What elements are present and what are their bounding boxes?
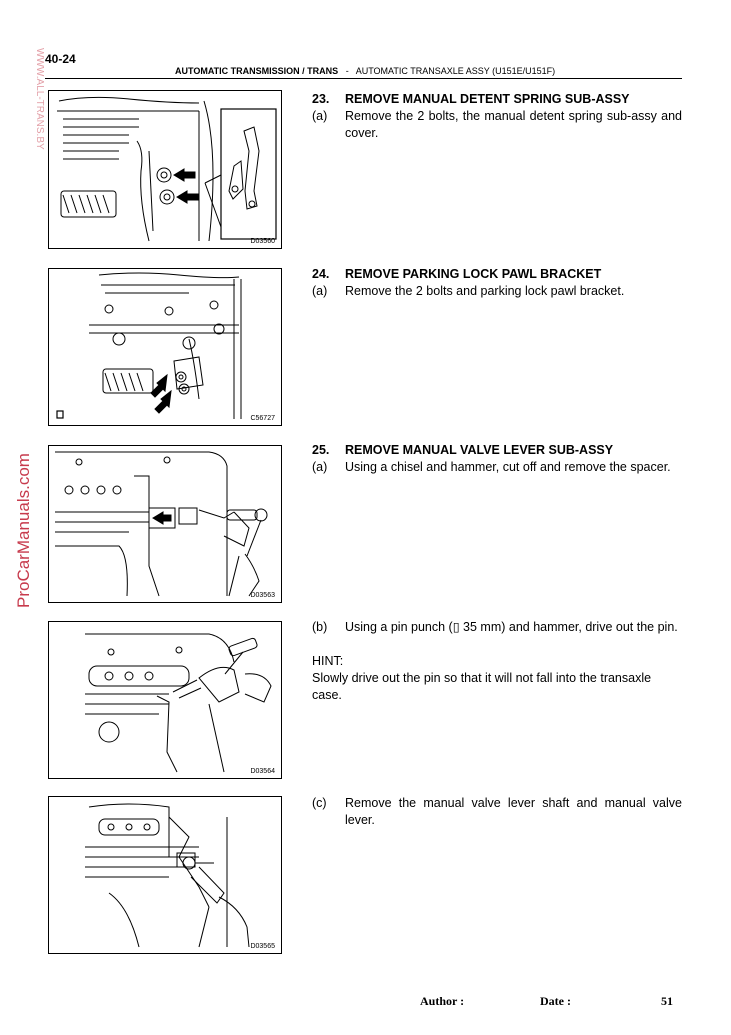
footer-author-label: Author : [420, 994, 465, 1008]
figure-detent-spring: D03560 [48, 90, 282, 249]
sub-text: Remove the 2 bolts and parking lock pawl… [345, 284, 625, 298]
step-24-sub-a: (a) Remove the 2 bolts and parking lock … [312, 283, 682, 300]
footer-page-number: 51 [661, 994, 673, 1008]
watermark-site: ProCarManuals.com [14, 453, 33, 608]
header-section: AUTOMATIC TRANSMISSION / TRANS [175, 66, 339, 76]
step-23-title: 23. REMOVE MANUAL DETENT SPRING SUB-ASSY [312, 92, 630, 106]
step-heading: REMOVE MANUAL VALVE LEVER SUB-ASSY [345, 443, 614, 457]
hint-label: HINT: [312, 654, 344, 668]
step-heading: REMOVE PARKING LOCK PAWL BRACKET [345, 267, 602, 281]
step-23-sub-a: (a) Remove the 2 bolts, the manual deten… [312, 108, 682, 142]
step-25-title: 25. REMOVE MANUAL VALVE LEVER SUB-ASSY [312, 443, 613, 457]
figure-chisel-spacer: D03563 [48, 445, 282, 603]
figure-code: D03564 [250, 768, 275, 775]
figure-pin-punch: D03564 [48, 621, 282, 779]
hint-text: Slowly drive out the pin so that it will… [312, 671, 652, 702]
pin-punch-illustration [85, 633, 272, 773]
sub-label: (a) [312, 284, 328, 298]
step-number: 25. [312, 443, 330, 457]
page-number: 40-24 [45, 52, 76, 66]
sub-label: (a) [312, 460, 328, 474]
detent-spring-illustration [57, 96, 277, 242]
figure-code: D03565 [250, 943, 275, 950]
valve-lever-illustration [85, 803, 250, 948]
step-25-sub-c: (c) Remove the manual valve lever shaft … [312, 795, 682, 829]
figure-parking-lock-pawl: C56727 [48, 268, 282, 426]
watermark-url: WWW.ALL-TRANS.BY [34, 48, 45, 150]
header-separator: - [345, 66, 349, 76]
header-rule [45, 78, 682, 79]
parking-lock-illustration [56, 272, 242, 419]
figure-code: C56727 [250, 415, 275, 422]
sub-text: Remove the 2 bolts, the manual detent sp… [345, 109, 682, 140]
step-number: 23. [312, 92, 330, 106]
sub-label: (a) [312, 109, 328, 123]
sub-label: (c) [312, 796, 327, 810]
step-25-sub-a: (a) Using a chisel and hammer, cut off a… [312, 459, 682, 476]
chisel-spacer-illustration [55, 451, 268, 597]
sub-text: Using a chisel and hammer, cut off and r… [345, 460, 671, 474]
step-heading: REMOVE MANUAL DETENT SPRING SUB-ASSY [345, 92, 630, 106]
step-number: 24. [312, 267, 330, 281]
sub-text: Remove the manual valve lever shaft and … [345, 796, 682, 827]
figure-valve-lever: D03565 [48, 796, 282, 954]
step-24-title: 24. REMOVE PARKING LOCK PAWL BRACKET [312, 267, 601, 281]
header-subsection: AUTOMATIC TRANSAXLE ASSY (U151E/U151F) [355, 66, 556, 76]
footer-date-label: Date : [540, 994, 571, 1008]
figure-code: D03560 [250, 238, 275, 245]
sub-text: Using a pin punch (▯ 35 mm) and hammer, … [345, 620, 678, 634]
running-header: AUTOMATIC TRANSMISSION / TRANS - AUTOMAT… [175, 66, 555, 76]
step-25-sub-b: (b) Using a pin punch (▯ 35 mm) and hamm… [312, 619, 682, 636]
figure-code: D03563 [250, 592, 275, 599]
sub-label: (b) [312, 620, 328, 634]
